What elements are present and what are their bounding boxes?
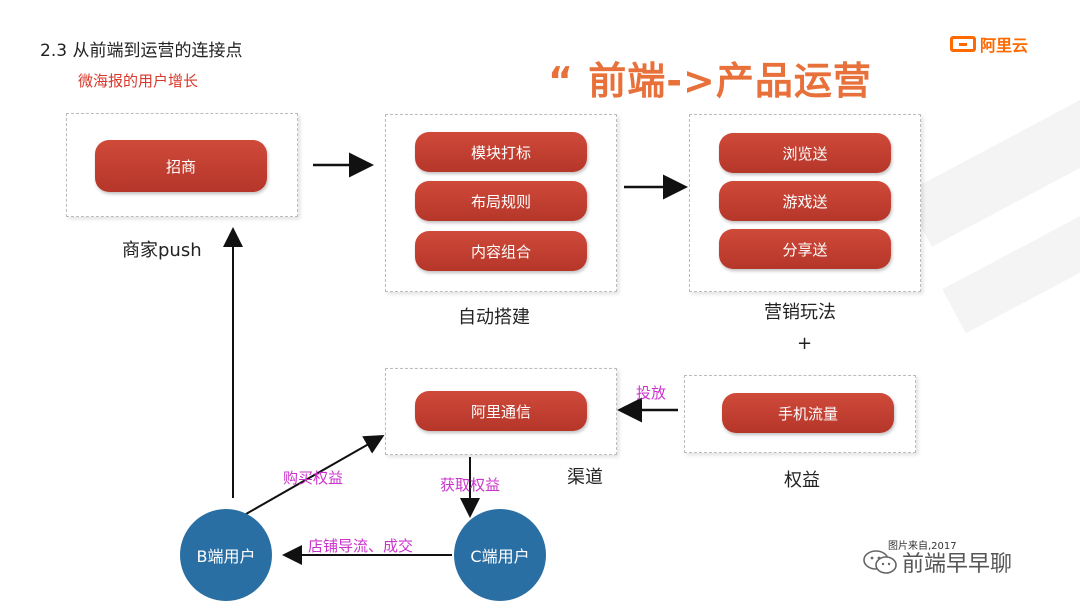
c-user-node: C端用户: [454, 509, 546, 601]
arrow-label-store-flow: 店铺导流、成交: [308, 537, 414, 555]
marketing-label: 营销玩法: [764, 302, 836, 323]
pill-game-gift: 游戏送: [719, 181, 891, 221]
section-title: 2.3 从前端到运营的连接点: [40, 41, 243, 61]
pill-layout-rules: 布局规则: [415, 181, 587, 221]
watermark: 前端早早聊: [862, 546, 1012, 578]
arrow-label-deliver: 投放: [636, 384, 667, 402]
pill-browse-gift: 浏览送: [719, 133, 891, 173]
pill-merchant-recruit: 招商: [95, 140, 267, 192]
pill-module-tagging: 模块打标: [415, 132, 587, 172]
arrow-buser-to-channel: [245, 435, 385, 515]
pill-ali-telecom: 阿里通信: [415, 391, 587, 431]
pill-share-gift: 分享送: [719, 229, 891, 269]
channel-label: 渠道: [567, 467, 603, 488]
plus-sign: +: [797, 333, 813, 354]
pill-content-combo: 内容组合: [415, 231, 587, 271]
subtitle: 微海报的用户增长: [78, 72, 199, 90]
auto-build-label: 自动搭建: [458, 307, 530, 328]
logo-text: 阿里云: [980, 36, 1029, 55]
b-user-node: B端用户: [180, 509, 272, 601]
watermark-text: 前端早早聊: [902, 552, 1013, 577]
rights-label: 权益: [784, 470, 820, 491]
image-credit: 图片来自,2017: [888, 541, 957, 552]
alibaba-cloud-logo: 阿里云: [950, 32, 1028, 56]
arrow-label-get-rights: 获取权益: [440, 476, 501, 494]
wechat-icon: [863, 550, 897, 574]
pill-mobile-data: 手机流量: [722, 393, 894, 433]
logo-icon: [950, 36, 976, 52]
arrow-label-buy-rights: 购买权益: [283, 469, 344, 487]
headline: “ 前端->产品运营: [548, 59, 872, 103]
merchant-push-label: 商家push: [122, 240, 202, 261]
